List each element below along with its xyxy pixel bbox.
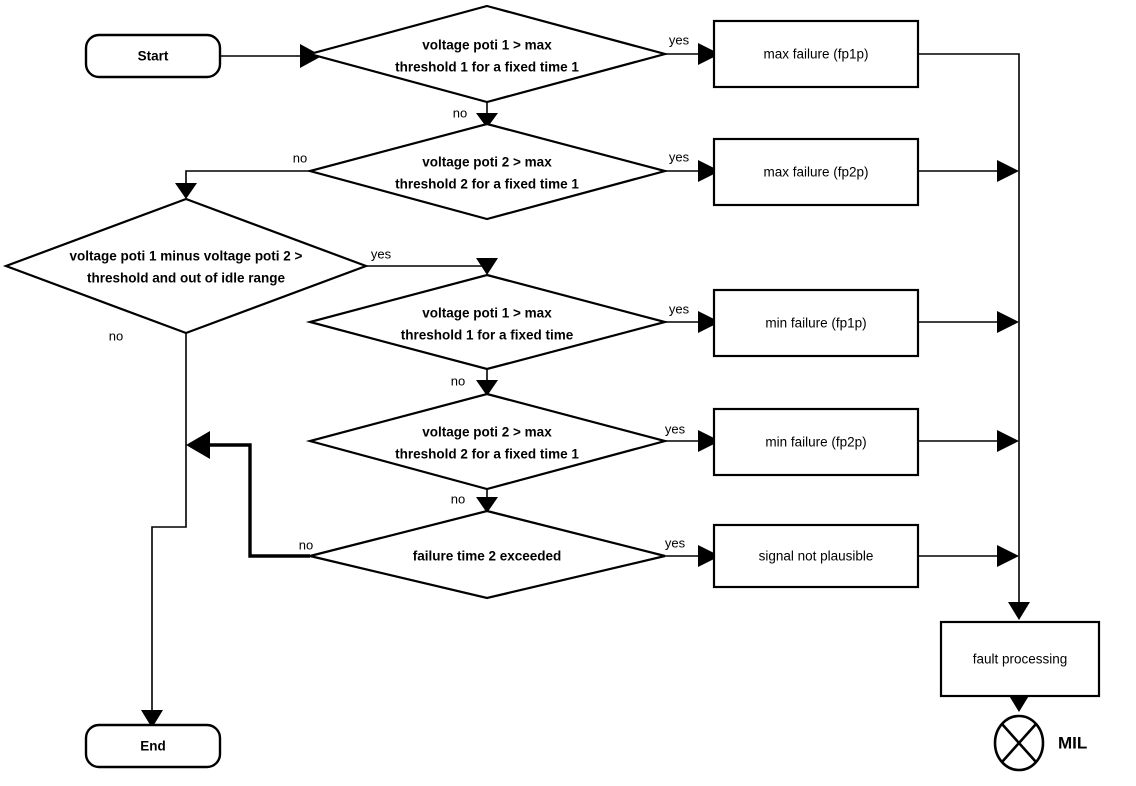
edge-label-decision1-no: no: [453, 105, 467, 120]
edge-label-decision3-yes: yes: [371, 246, 392, 261]
process-fault-processing-label: fault processing: [973, 652, 1068, 667]
edge-decision6-no: [186, 431, 310, 558]
decision-voltage-poti1-max-threshold1-time1[interactable]: voltage poti 1 > max threshold 1 for a f…: [305, 4, 670, 104]
edge-decision4-yes: [665, 311, 720, 333]
edge-decision5-no: [476, 489, 498, 513]
decision1-line2: threshold 1 for a fixed time 1: [395, 60, 579, 75]
edge-label-decision6-no: no: [299, 537, 313, 552]
edge-p5-to-spine: [918, 545, 1019, 567]
process-max-failure-fp2p-label: max failure (fp2p): [763, 165, 868, 180]
edge-decision4-no: [476, 369, 498, 396]
edge-label-decision4-yes: yes: [669, 301, 690, 316]
process-min-failure-fp1p[interactable]: min failure (fp1p): [712, 288, 920, 358]
process-max-failure-fp1p-label: max failure (fp1p): [763, 47, 868, 62]
node-start[interactable]: Start: [84, 33, 222, 79]
edge-label-decision5-no: no: [451, 491, 465, 506]
edge-label-decision5-yes: yes: [665, 421, 686, 436]
process-max-failure-fp2p[interactable]: max failure (fp2p): [712, 137, 920, 207]
decision4-line2: threshold 1 for a fixed time: [401, 328, 574, 343]
process-max-failure-fp1p[interactable]: max failure (fp1p): [712, 19, 920, 89]
process-min-failure-fp2p-label: min failure (fp2p): [765, 435, 866, 450]
decision6-line1: failure time 2 exceeded: [413, 549, 562, 564]
process-min-failure-fp2p[interactable]: min failure (fp2p): [712, 407, 920, 477]
edge-decision3-yes: [366, 258, 498, 275]
edge-decision5-yes: [665, 430, 720, 452]
edge-collector-spine: [918, 53, 1030, 620]
edge-start-to-decision1: [220, 44, 322, 68]
edge-label-decision6-yes: yes: [665, 535, 686, 550]
node-start-label: Start: [138, 49, 169, 64]
process-min-failure-fp1p-label: min failure (fp1p): [765, 316, 866, 331]
decision5-line1: voltage poti 2 > max: [422, 425, 552, 440]
process-signal-not-plausible[interactable]: signal not plausible: [712, 523, 920, 589]
decision2-line1: voltage poti 2 > max: [422, 155, 552, 170]
edge-label-decision2-no: no: [293, 150, 307, 165]
edge-label-decision3-no: no: [109, 328, 123, 343]
node-end[interactable]: End: [84, 723, 222, 769]
edge-p3-to-spine: [918, 311, 1019, 333]
decision-voltage-poti1-max-threshold1-fixed-time[interactable]: voltage poti 1 > max threshold 1 for a f…: [305, 273, 670, 371]
decision1-line1: voltage poti 1 > max: [422, 38, 552, 53]
decision4-line1: voltage poti 1 > max: [422, 306, 552, 321]
edge-p2-to-spine: [918, 160, 1019, 182]
edge-label-decision2-yes: yes: [669, 149, 690, 164]
edge-decision6-yes: [665, 545, 720, 567]
edge-label-decision1-yes: yes: [669, 32, 690, 47]
edge-label-decision4-no: no: [451, 373, 465, 388]
decision3-line2: threshold and out of idle range: [87, 271, 285, 286]
edge-fault-to-mil: [1008, 694, 1030, 712]
node-end-label: End: [140, 739, 166, 754]
edge-decision2-no: [175, 170, 320, 199]
decision2-line2: threshold 2 for a fixed time 1: [395, 177, 579, 192]
decision-poti-difference-threshold-idle-range[interactable]: voltage poti 1 minus voltage poti 2 > th…: [2, 197, 370, 335]
process-fault-processing[interactable]: fault processing: [939, 620, 1101, 698]
decision5-line2: threshold 2 for a fixed time 1: [395, 447, 579, 462]
process-signal-not-plausible-label: signal not plausible: [759, 549, 874, 564]
decision-voltage-poti2-max-threshold2-time1[interactable]: voltage poti 2 > max threshold 2 for a f…: [305, 122, 670, 221]
mil-lamp-icon: [993, 714, 1045, 772]
decision3-line1: voltage poti 1 minus voltage poti 2 >: [70, 249, 303, 264]
decision-voltage-poti2-max-threshold2-fixed-time1[interactable]: voltage poti 2 > max threshold 2 for a f…: [305, 392, 670, 491]
edge-decision2-yes: [665, 160, 720, 182]
edge-decision3-no: [141, 333, 187, 728]
decision-failure-time2-exceeded[interactable]: failure time 2 exceeded: [309, 509, 666, 600]
edge-p4-to-spine: [918, 430, 1019, 452]
edge-decision1-yes: [665, 43, 720, 65]
mil-label: MIL: [1058, 733, 1087, 752]
